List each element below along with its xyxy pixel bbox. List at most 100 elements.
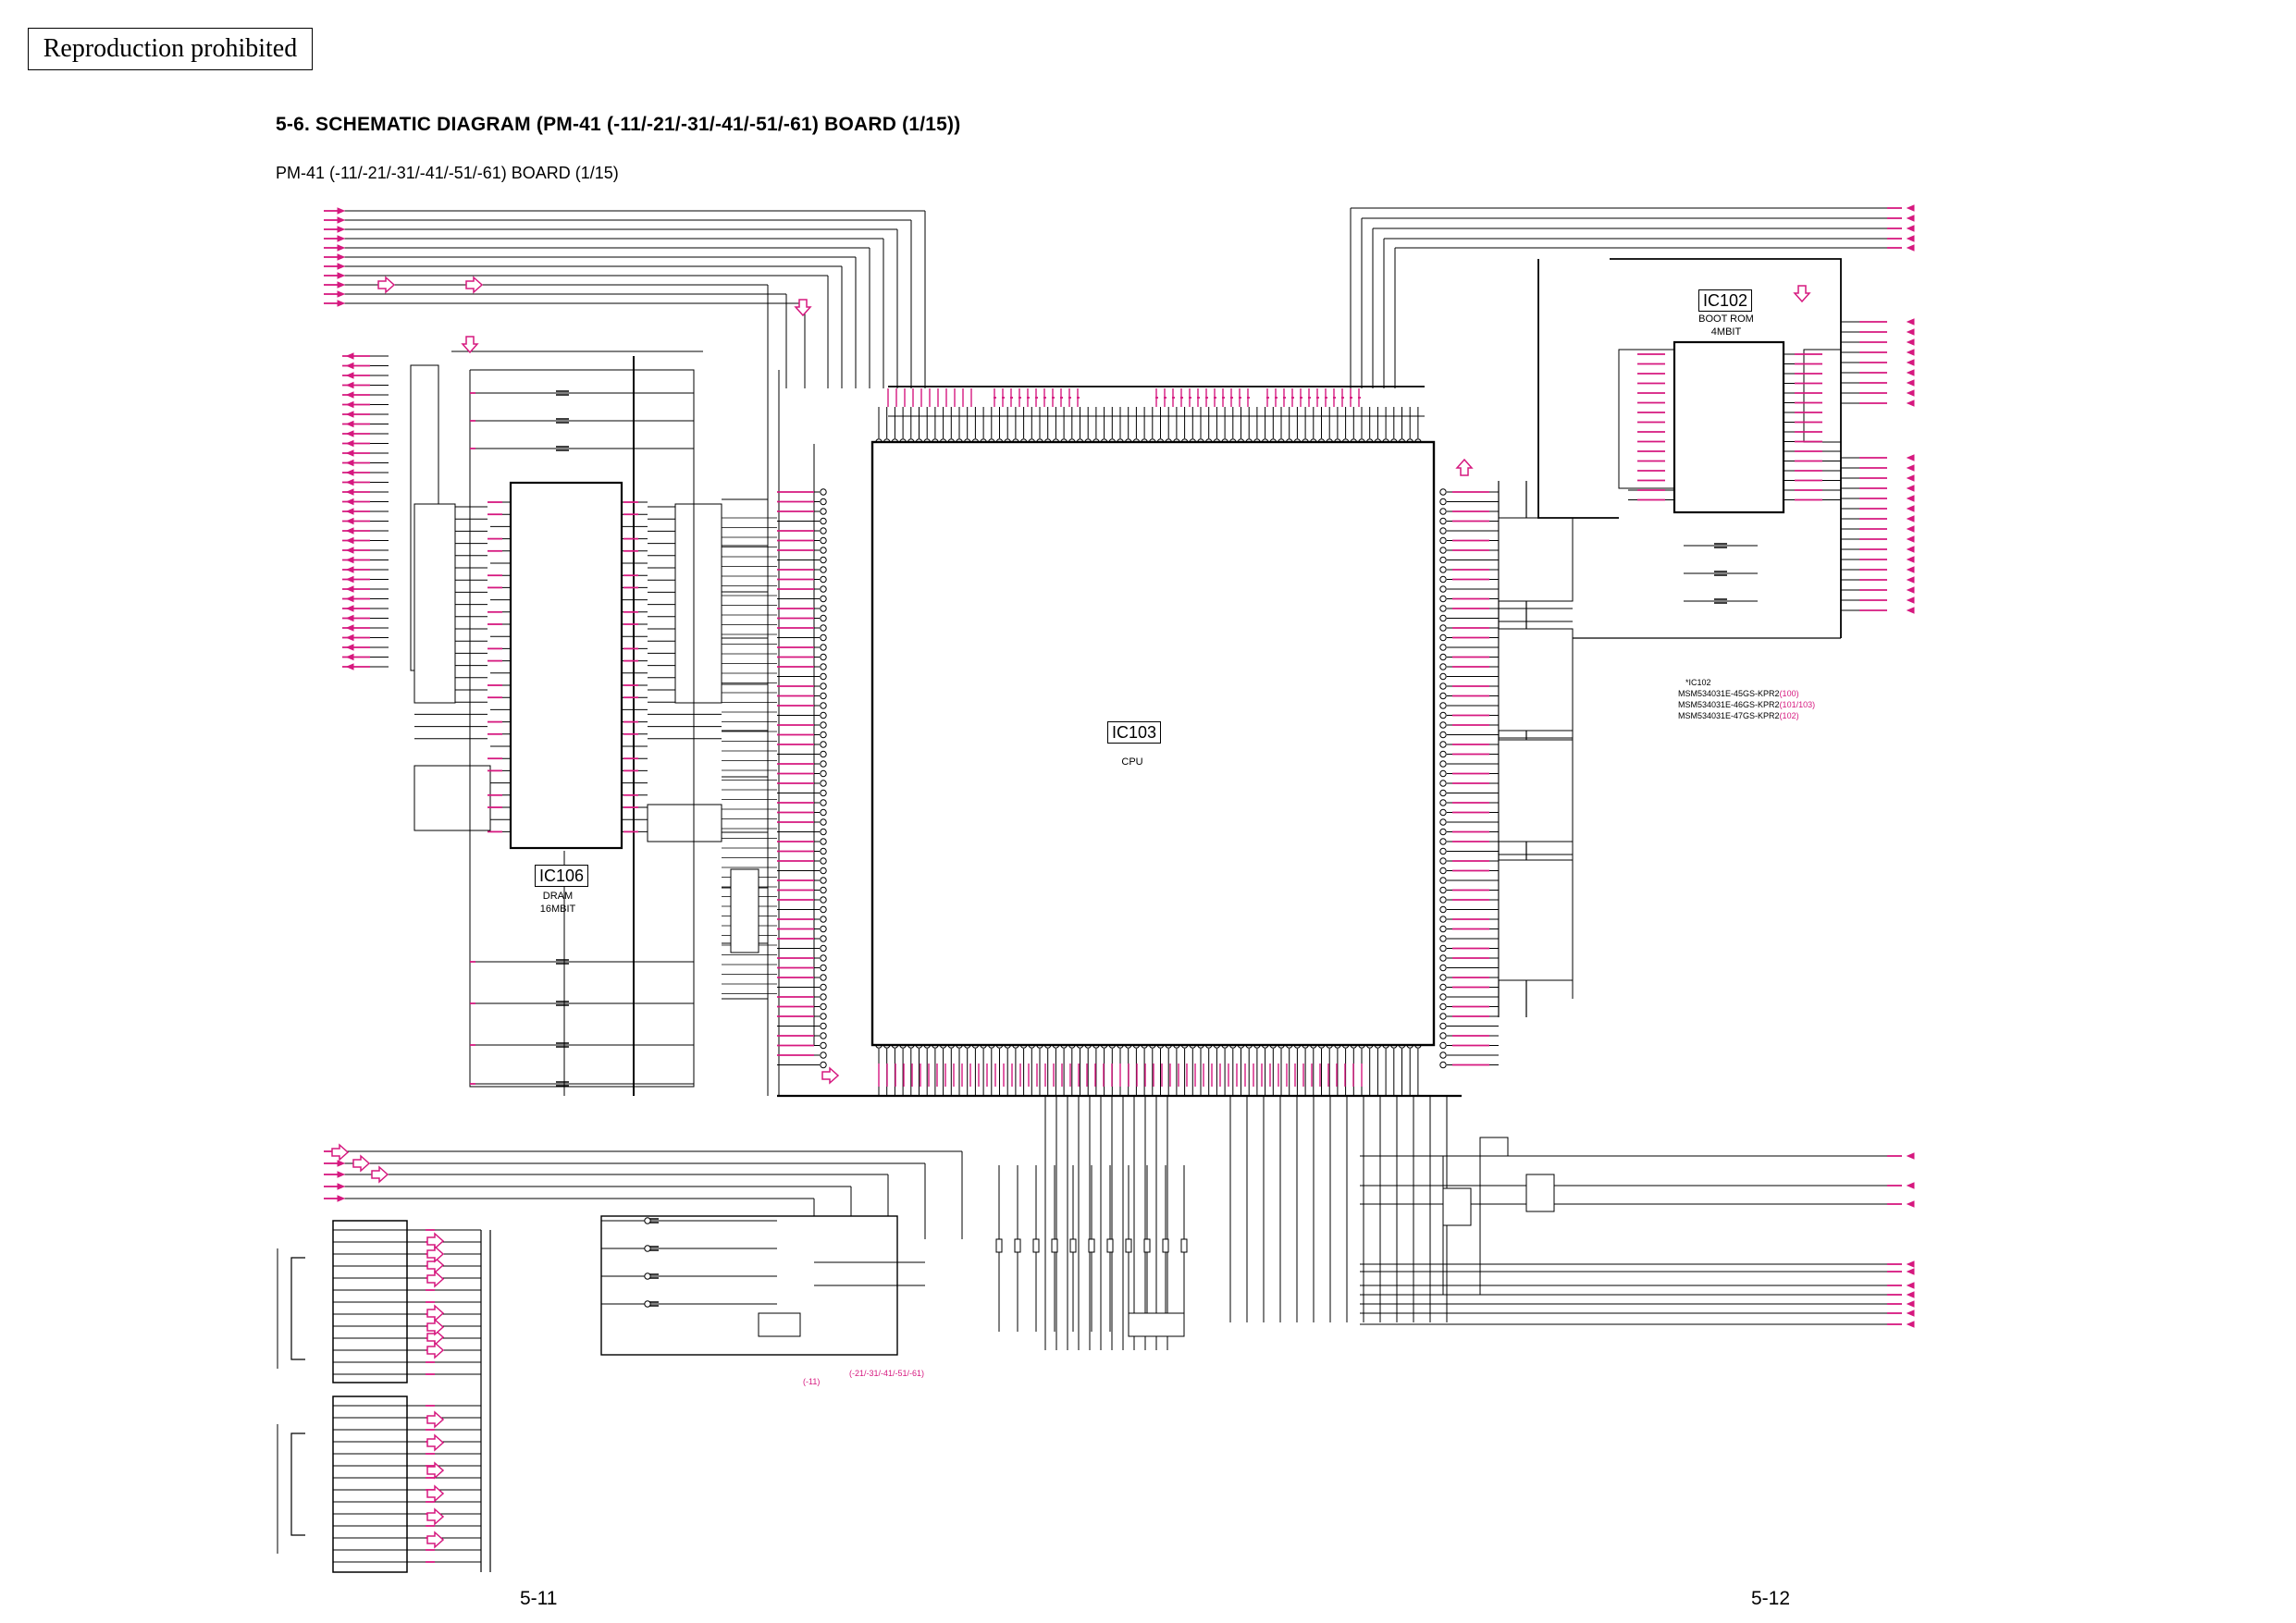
ic103-pin: [1439, 877, 1447, 884]
resistor: [1162, 1238, 1169, 1253]
resistor-array: [1498, 628, 1574, 732]
flow-arrow: [465, 276, 484, 294]
reproduction-prohibited-stamp: Reproduction prohibited: [28, 28, 313, 70]
output-arrow: [1906, 338, 1915, 346]
ic103-pin: [1439, 633, 1447, 642]
ic103-pin: [1439, 867, 1447, 875]
bus-arrow: [345, 391, 354, 399]
ic103-pin: [820, 741, 827, 748]
output-arrow: [1906, 1300, 1915, 1308]
ic103-pin: [820, 575, 827, 584]
ic103-pin: [820, 527, 827, 535]
output-arrow: [1906, 1282, 1915, 1289]
input-arrow: [337, 216, 346, 224]
bus-arrow: [345, 595, 354, 603]
output-arrow: [1906, 400, 1915, 407]
flow-arrow: [794, 299, 812, 317]
resistor-array: [1498, 517, 1574, 602]
input-arrow: [337, 281, 346, 289]
flow-arrow: [1793, 285, 1811, 303]
ic103-pin: [1439, 566, 1447, 573]
ic103-pin: [1439, 857, 1447, 865]
ic103-pin: [1439, 944, 1447, 953]
ic103-pin: [820, 566, 827, 573]
ic103-pin: [820, 886, 827, 894]
ic103-pin: [820, 838, 827, 845]
bus-arrow: [345, 459, 354, 467]
flow-arrow: [426, 1461, 445, 1480]
output-arrow: [1906, 389, 1915, 397]
flow-arrow: [426, 1318, 445, 1336]
bus-arrow: [345, 488, 354, 496]
bus-arrow: [345, 352, 354, 360]
resistor: [1180, 1238, 1188, 1253]
ic103-pin: [1439, 916, 1447, 923]
output-arrow: [1906, 535, 1915, 543]
ic103-pin: [820, 1022, 827, 1030]
output-arrow: [1906, 485, 1915, 492]
input-arrow: [337, 290, 346, 298]
diagram-title: 5-6. SCHEMATIC DIAGRAM (PM-41 (-11/-21/-…: [276, 114, 961, 135]
resistor-array: [1525, 1174, 1555, 1212]
ic103-pin: [1439, 498, 1447, 506]
ic103-pin: [1439, 682, 1447, 690]
output-arrow: [1906, 328, 1915, 336]
ic103-pin: [820, 633, 827, 642]
output-arrow: [1906, 379, 1915, 387]
ic103-pin: [820, 828, 827, 836]
output-arrow: [1906, 556, 1915, 563]
flow-arrow: [426, 1484, 445, 1503]
connector-cn101: [332, 1396, 408, 1573]
ic106-body: [509, 481, 623, 850]
output-arrow: [1906, 204, 1915, 212]
bus-arrow: [345, 547, 354, 554]
bus-arrow: [345, 381, 354, 389]
output-arrow: [1906, 318, 1915, 326]
ic103-pin: [1439, 808, 1447, 817]
page-number-right: 5-12: [1751, 1588, 1791, 1609]
ic103-pin: [820, 925, 827, 933]
flow-arrow: [426, 1410, 445, 1429]
ic102-body: [1673, 340, 1785, 514]
ic103-pin: [820, 818, 827, 826]
ic103-pin: [1439, 828, 1447, 836]
wires-layer: [277, 207, 1887, 1573]
ic103-pin: [1439, 585, 1447, 593]
ic103-pin: [1439, 769, 1447, 778]
ic103-pin: [820, 595, 827, 603]
ic103-pin: [820, 993, 827, 1001]
test-point: [644, 1217, 651, 1224]
ic103-pin: [820, 721, 827, 729]
ic102-note-line: MSM534031E-47GS-KPR2(102): [1678, 711, 1799, 720]
input-arrow: [337, 263, 346, 270]
resistor: [1088, 1238, 1095, 1253]
ic103-pin: [1439, 983, 1447, 991]
ic103-pin: [820, 702, 827, 709]
page-number-left: 5-11: [520, 1588, 558, 1609]
ic103-pin: [1439, 527, 1447, 535]
connector-bracket: [290, 1257, 305, 1360]
ic103-pin: [820, 944, 827, 953]
bus-arrow: [345, 575, 354, 584]
test-point: [644, 1273, 651, 1280]
input-arrow: [337, 253, 346, 261]
ic102-note-line: MSM534031E-46GS-KPR2(101/103): [1678, 700, 1816, 709]
ic102-desc-line1: BOOT ROM: [1698, 314, 1754, 325]
output-arrow: [1906, 1200, 1915, 1208]
output-arrow: [1906, 359, 1915, 366]
output-arrow: [1906, 505, 1915, 512]
resistor: [1069, 1238, 1077, 1253]
input-arrow: [337, 272, 346, 279]
ic103-pin: [820, 954, 827, 962]
ic103-pin: [820, 498, 827, 506]
resistor: [1051, 1238, 1058, 1253]
bus-arrow: [345, 430, 354, 437]
signal-markers-layer: [324, 204, 1915, 1563]
resistor: [995, 1238, 1003, 1253]
output-arrow: [1906, 1309, 1915, 1317]
ic103-pin: [820, 1061, 827, 1069]
ic103-pin: [1439, 789, 1447, 797]
bus-arrow: [345, 653, 354, 661]
bus-arrow: [345, 478, 354, 486]
